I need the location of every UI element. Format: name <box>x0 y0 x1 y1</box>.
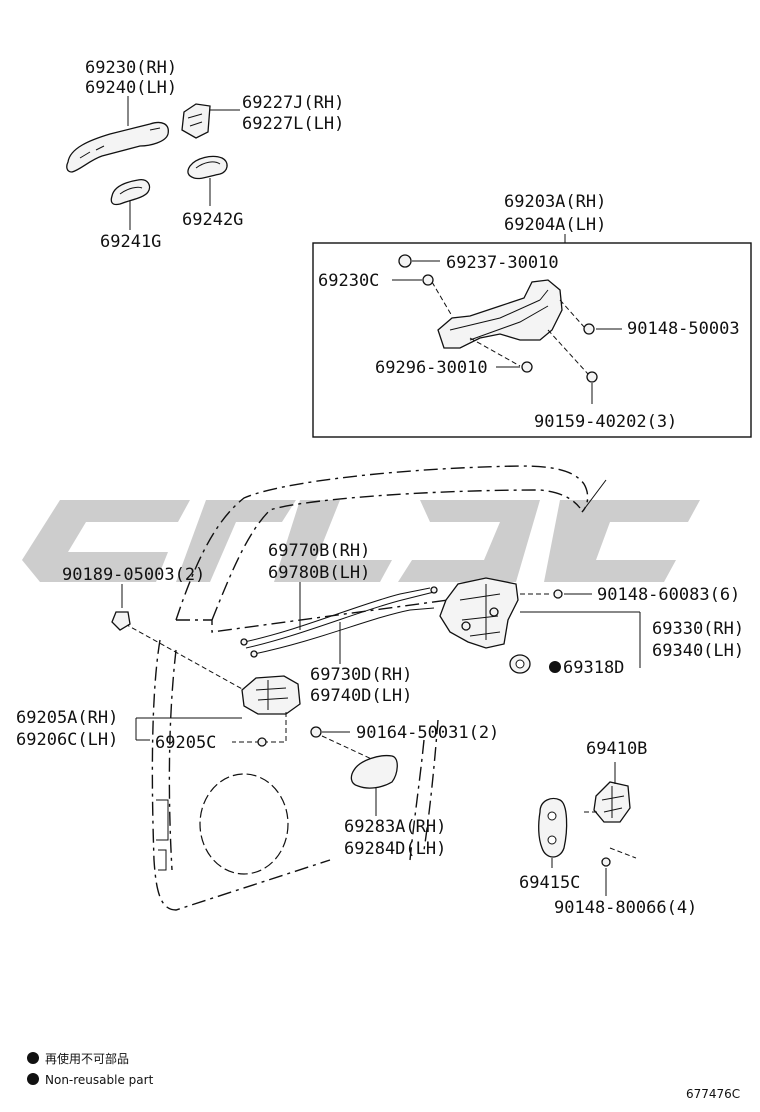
inner-screw-part <box>310 726 322 738</box>
cable-lower-label-rh: 69730D(RH) <box>310 665 412 685</box>
bezel-part <box>350 754 398 789</box>
striker-group <box>538 762 637 896</box>
inside-handle-screw-label: 69205C <box>155 733 216 753</box>
inside-handle-label-rh: 69205A(RH) <box>16 708 118 728</box>
door-lock-label-rh: 69330(RH) <box>652 619 744 639</box>
legend: 再使用不可部品 Non-reusable part <box>27 1051 154 1087</box>
diagram-reference-code: 677476C <box>686 1087 740 1101</box>
legend-marker-jp <box>27 1052 39 1064</box>
legend-text-en: Non-reusable part <box>45 1073 154 1087</box>
door-lock-group <box>439 577 641 674</box>
callout-labels: 69230(RH) 69240(LH) 69227J(RH) 69227L(LH… <box>16 58 744 918</box>
non-reusable-marker <box>549 661 561 673</box>
frame-title-lh: 69204A(LH) <box>504 215 606 235</box>
frame-screw-top-label: 69237-30010 <box>446 253 559 273</box>
frame-title-rh: 69203A(RH) <box>504 192 606 212</box>
frame-clip-label: 69230C <box>318 271 379 291</box>
striker-bolt-label: 90148-80066(4) <box>554 898 697 918</box>
inner-screw-label: 90164-50031(2) <box>356 723 499 743</box>
cable-lower-label-lh: 69740D(LH) <box>310 686 412 706</box>
handle-cap-part <box>181 103 211 139</box>
striker-plate-part <box>538 797 568 858</box>
frame-box-border <box>312 242 752 438</box>
watermark-logo <box>22 500 700 582</box>
door-lock-label-lh: 69340(LH) <box>652 641 744 661</box>
bezel-group <box>310 726 398 816</box>
handle-cap-label-lh: 69227L(LH) <box>242 114 344 134</box>
outside-handle-part <box>66 121 169 173</box>
cable-upper-label-rh: 69770B(RH) <box>268 541 370 561</box>
frame-bolt-right-label: 90148-50003 <box>627 319 740 339</box>
handle-cap-label-rh: 69227J(RH) <box>242 93 344 113</box>
striker-bolt-part <box>601 857 611 867</box>
door-outline <box>151 465 607 911</box>
cable-group <box>240 582 438 664</box>
cable-upper-label-lh: 69780B(LH) <box>268 563 370 583</box>
inside-handle-part <box>241 675 301 715</box>
seal-label: 69318D <box>563 658 624 678</box>
striker-plate-label: 69415C <box>519 873 580 893</box>
inside-handle-label-lh: 69206C(LH) <box>16 730 118 750</box>
speaker-outline <box>199 773 289 875</box>
screw-bottom-part <box>521 361 533 373</box>
outside-handle-label-lh: 69240(LH) <box>85 78 177 98</box>
legend-marker-en <box>27 1073 39 1085</box>
inside-handle-group <box>111 584 301 747</box>
handle-pad-right-part <box>187 155 228 180</box>
door-lock-part <box>439 577 519 649</box>
frame-assembly-box <box>312 234 752 438</box>
handle-pad-left-part <box>110 179 151 206</box>
frame-screw-bottom-label: 69296-30010 <box>375 358 488 378</box>
striker-label: 69410B <box>586 739 647 759</box>
door-clip-label: 90189-05003(2) <box>62 565 205 585</box>
screw-top-part <box>398 254 412 268</box>
bolt-bottom-part <box>586 371 598 383</box>
lock-bolt-part <box>553 589 563 599</box>
handle-pad-right-label: 69242G <box>182 210 243 230</box>
bezel-label-lh: 69284D(LH) <box>344 839 446 859</box>
door-clip-part <box>111 611 131 631</box>
clip-part <box>422 274 434 286</box>
cable-upper-part <box>243 587 431 643</box>
frame-part <box>437 279 563 349</box>
outside-handle-label-rh: 69230(RH) <box>85 58 177 78</box>
legend-text-jp: 再使用不可部品 <box>45 1051 129 1066</box>
inside-handle-screw-part <box>257 737 267 747</box>
handle-pad-left-label: 69241G <box>100 232 161 252</box>
bezel-label-rh: 69283A(RH) <box>344 817 446 837</box>
bolt-right-part <box>583 323 595 335</box>
lock-bolts-label: 90148-60083(6) <box>597 585 740 605</box>
frame-bolt-bottom-label: 90159-40202(3) <box>534 412 677 432</box>
cable-lower-part <box>253 607 435 655</box>
outside-handle-group <box>66 96 240 230</box>
